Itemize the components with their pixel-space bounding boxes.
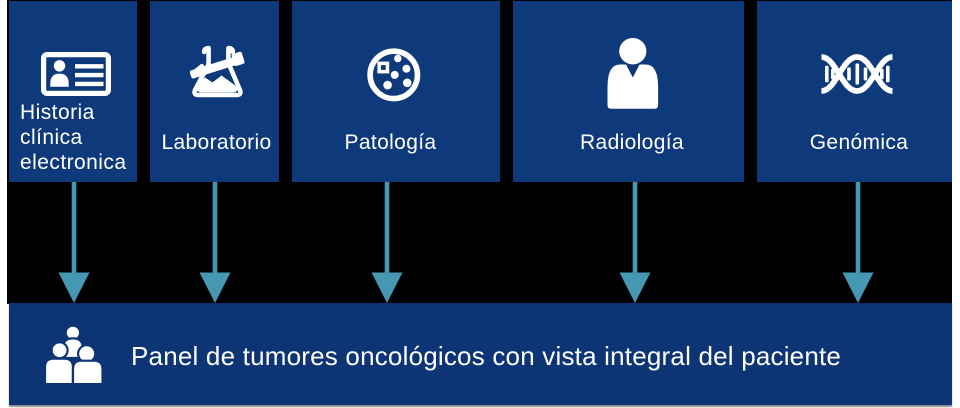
id-card-icon — [40, 52, 111, 96]
source-box-pathology: Patología — [292, 1, 500, 182]
people-right-figure — [71, 343, 103, 383]
people-group-icon — [44, 324, 103, 383]
source-box-genomics-label: Genómica — [809, 131, 909, 155]
petri-dish-icon — [366, 48, 420, 102]
person-icon — [607, 38, 659, 109]
panel-bar: Panel de tumores oncológicos con vista i… — [8, 303, 952, 405]
source-box-laboratory-label: Laboratorio — [161, 131, 272, 155]
lab-flask-icon — [189, 45, 245, 98]
dna-icon — [820, 54, 893, 94]
arrow-ehr-to-panel — [58, 181, 89, 303]
arrow-laboratory-to-panel — [199, 181, 231, 303]
arrow-genomics-to-panel — [842, 181, 874, 303]
source-box-pathology-label: Patología — [344, 131, 437, 155]
source-box-genomics: Genómica — [757, 1, 952, 182]
source-box-radiology-label: Radiología — [580, 131, 684, 155]
arrow-radiology-to-panel — [619, 181, 651, 303]
source-box-ehr-label: Historia clínica electronica — [20, 101, 127, 174]
arrow-pathology-to-panel — [371, 181, 403, 303]
panel-bar-label: Panel de tumores oncológicos con vista i… — [131, 340, 842, 371]
